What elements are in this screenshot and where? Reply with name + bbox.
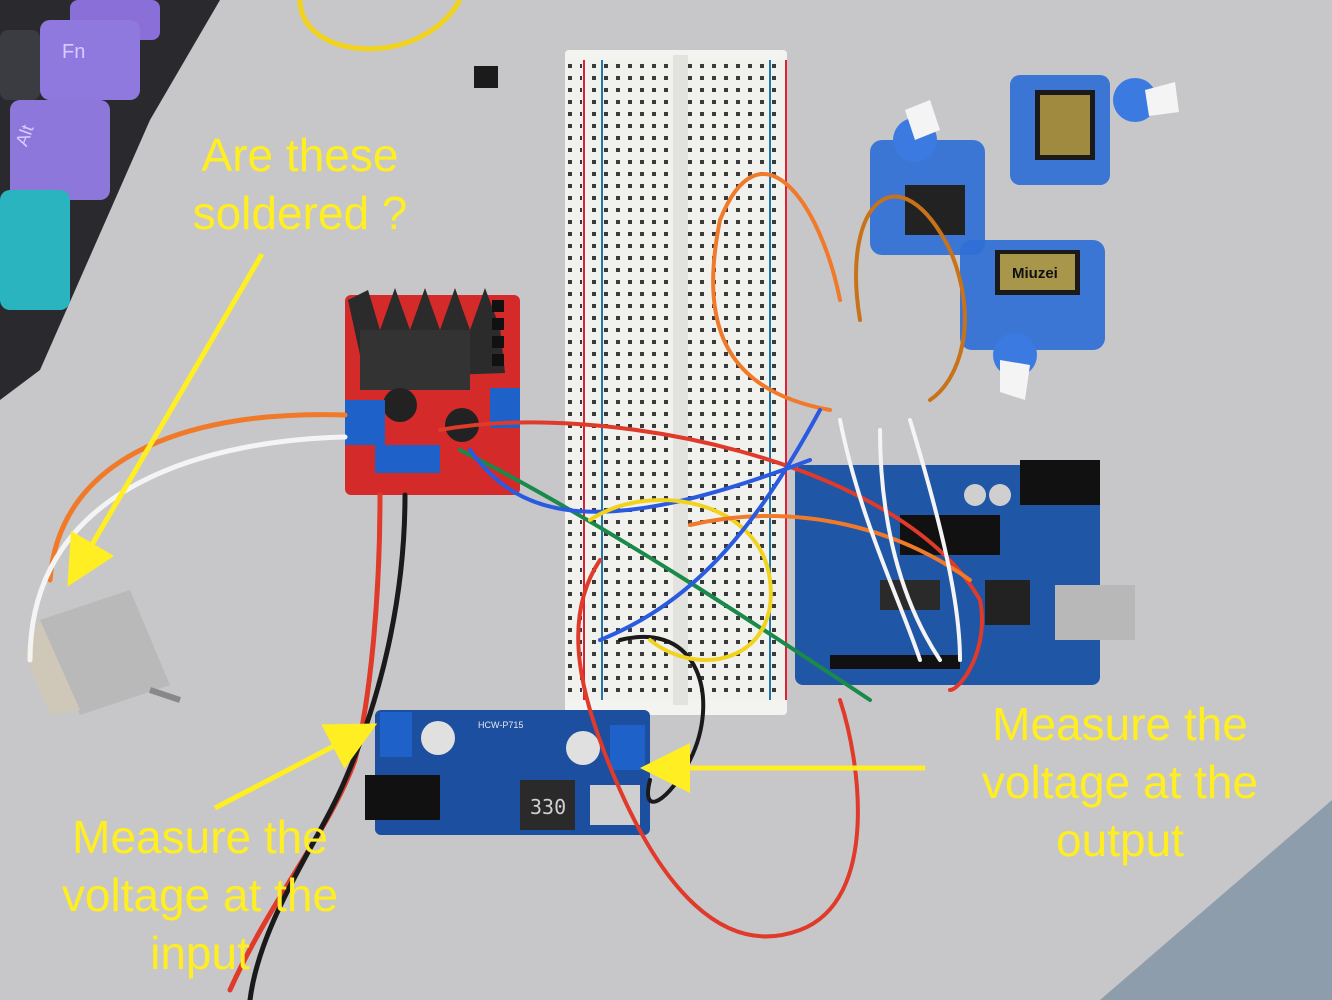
annotation-line: voltage at the xyxy=(61,869,339,921)
usb-port xyxy=(1055,585,1135,640)
output-terminal xyxy=(610,725,645,770)
l298n-driver xyxy=(345,288,520,495)
keyboard-key-fn xyxy=(40,20,140,100)
servo-brand-label: Miuzei xyxy=(1012,265,1058,282)
keyboard-fn-label: Fn xyxy=(62,41,85,63)
arrow-to-motor xyxy=(67,252,265,587)
annotation-line: Measure the xyxy=(992,698,1248,750)
breadboard xyxy=(565,50,787,715)
annotation-soldered: Are these soldered ? xyxy=(150,126,450,242)
keyboard-key xyxy=(0,30,40,100)
buck-converter: 330 HCW-P715 xyxy=(365,710,650,835)
jumper-cap xyxy=(474,66,498,88)
annotation-input: Measure the voltage at the input xyxy=(20,808,380,982)
keyboard: Fn Alt xyxy=(0,0,220,400)
table-corner-shadow xyxy=(1100,800,1332,1000)
annotation-line: output xyxy=(1056,814,1184,866)
dc-motor xyxy=(25,590,181,715)
annotation-line: input xyxy=(150,927,250,979)
annotation-arrows xyxy=(67,252,925,811)
capacitor xyxy=(421,721,455,755)
inductor-label: 330 xyxy=(530,795,566,819)
converter-model-label: HCW-P715 xyxy=(478,720,523,730)
servo-lower: Miuzei xyxy=(960,240,1105,400)
dc-jack xyxy=(1020,460,1100,505)
annotation-line: soldered ? xyxy=(192,187,408,239)
input-terminal xyxy=(380,712,412,757)
barrel-jack xyxy=(365,775,440,820)
capacitor xyxy=(566,731,600,765)
annotation-output: Measure the voltage at the output xyxy=(930,695,1310,869)
motor-terminal xyxy=(345,400,385,445)
servo-top-right xyxy=(1010,75,1179,185)
annotation-line: voltage at the xyxy=(981,756,1259,808)
keyboard-key-alt xyxy=(10,100,110,200)
annotation-line: Are these xyxy=(201,129,399,181)
inductor xyxy=(520,780,575,830)
power-terminal xyxy=(375,445,440,473)
annotation-line: Measure the xyxy=(72,811,328,863)
capacitor xyxy=(383,388,417,422)
yellow-jumper-top xyxy=(297,0,463,52)
arduino-uno xyxy=(795,460,1135,685)
keyboard-key xyxy=(0,190,70,310)
arrow-to-input xyxy=(213,723,378,811)
